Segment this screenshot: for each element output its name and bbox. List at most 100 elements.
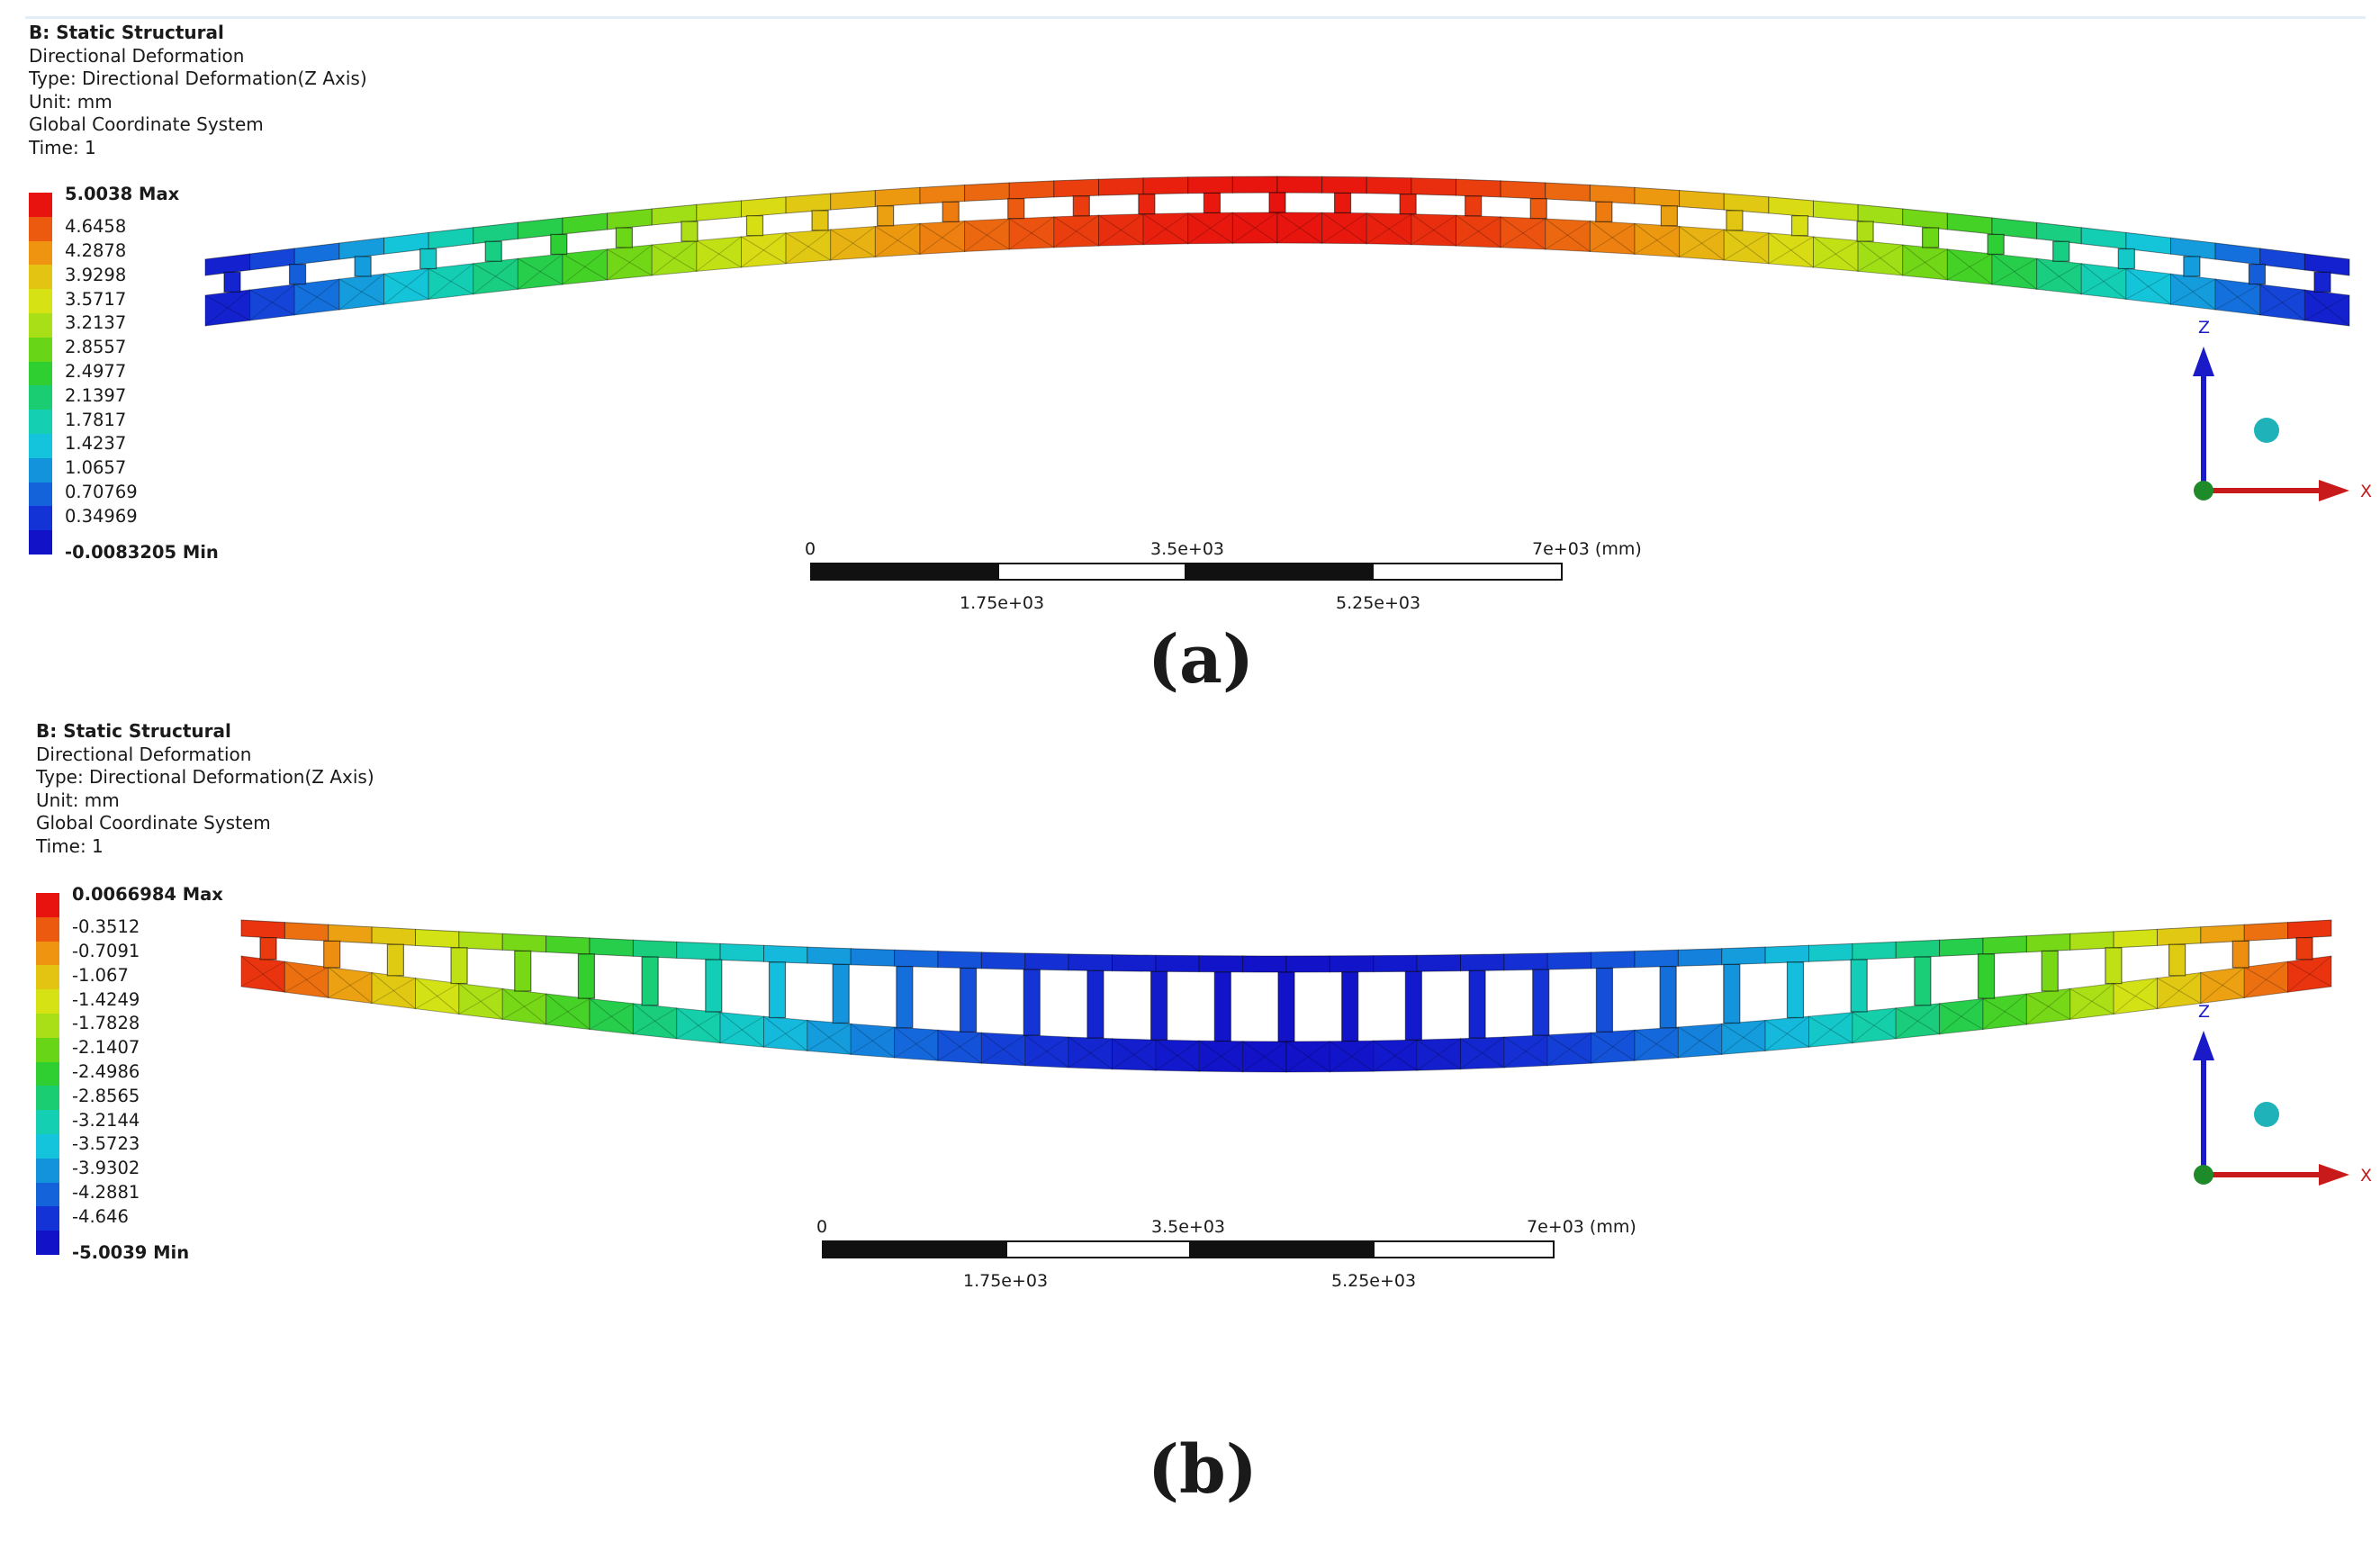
- deck-element: [428, 227, 474, 249]
- mesh-line: [2026, 993, 2071, 1020]
- result-name: Directional Deformation: [29, 44, 245, 67]
- deck-element: [1545, 182, 1591, 203]
- connector-post: [550, 233, 568, 256]
- mesh-line: [1242, 1041, 1287, 1073]
- deck-element: [240, 919, 285, 940]
- connector-post: [259, 937, 277, 960]
- mesh-line: [501, 987, 546, 1025]
- deck-element: [1053, 178, 1099, 198]
- mesh-line: [1634, 1026, 1679, 1061]
- mesh-line: [1678, 1026, 1723, 1055]
- iso-view-ball[interactable]: [2254, 418, 2279, 443]
- connector-post: [1532, 969, 1550, 1036]
- mesh-line: [741, 236, 787, 265]
- scale-tick-5250: 5.25e+03: [1331, 1271, 1417, 1291]
- mesh-line: [1242, 1041, 1287, 1073]
- time-step: Time: 1: [29, 136, 96, 158]
- iso-view-ball[interactable]: [2254, 1102, 2279, 1127]
- mesh-line: [1460, 1036, 1505, 1070]
- deck-element: [719, 942, 764, 962]
- mesh-line: [1024, 1036, 1069, 1067]
- deck-element: [1411, 177, 1456, 196]
- mesh-line: [785, 229, 832, 265]
- connector-post: [288, 263, 307, 285]
- mesh-line: [338, 273, 384, 311]
- figure-caption: (a): [1148, 621, 1254, 699]
- mesh-line: [2081, 267, 2127, 295]
- mesh-line: [2069, 987, 2114, 1014]
- mesh-line: [2080, 263, 2127, 300]
- mesh-line: [719, 1012, 764, 1048]
- mesh-line: [1276, 212, 1322, 244]
- deck-element: [1852, 941, 1897, 960]
- mesh-line: [2304, 294, 2350, 321]
- deck-element: [1679, 189, 1725, 211]
- mesh-line: [371, 978, 416, 1004]
- deck-element: [1155, 954, 1200, 973]
- mesh-line: [1024, 1034, 1069, 1069]
- deck-element: [473, 221, 518, 245]
- mesh-line: [249, 284, 295, 321]
- legend-label: -1.7828: [72, 1013, 140, 1034]
- deck-element: [632, 939, 678, 959]
- mesh-line: [284, 960, 329, 998]
- mesh-line: [919, 221, 965, 255]
- connector-post: [1786, 961, 1805, 1019]
- mesh-line: [1321, 212, 1367, 244]
- mesh-line: [1198, 1041, 1243, 1072]
- top-divider: [25, 16, 2366, 19]
- mesh-line: [1460, 1038, 1505, 1069]
- mesh-line: [1008, 216, 1055, 250]
- mesh-line: [545, 993, 590, 1030]
- analysis-title: B: Static Structural: [29, 22, 224, 43]
- mesh-line: [328, 972, 373, 998]
- deck-element: [1589, 184, 1636, 204]
- connector-post: [1023, 969, 1041, 1036]
- deck-element: [894, 949, 939, 969]
- mesh-line: [919, 222, 965, 252]
- mesh-line: [850, 1026, 895, 1055]
- y-axis-dot: [2194, 1165, 2213, 1185]
- mesh-line: [1232, 212, 1278, 244]
- deck-element: [562, 212, 609, 235]
- mesh-line: [1723, 232, 1770, 261]
- mesh-line: [1808, 1015, 1853, 1044]
- legend-color-band: [36, 1182, 59, 1207]
- connector-post: [942, 201, 960, 222]
- legend-label: 1.0657: [65, 457, 127, 479]
- mesh-line: [428, 263, 474, 300]
- deck-element: [1112, 954, 1157, 972]
- legend-label: 1.4237: [65, 433, 127, 455]
- connector-post: [959, 967, 978, 1033]
- mesh-line: [1053, 214, 1099, 248]
- coordinate-triad[interactable]: Z X: [2169, 999, 2376, 1197]
- legend-color-band: [29, 434, 52, 458]
- mesh-line: [1545, 218, 1591, 252]
- mesh-line: [1545, 221, 1591, 250]
- legend-color-band: [36, 916, 59, 942]
- mesh-line: [830, 226, 876, 261]
- legend-color-band: [29, 410, 52, 434]
- deck-element: [415, 928, 460, 949]
- connector-post: [1914, 956, 1932, 1006]
- deck-element: [2287, 919, 2332, 940]
- mesh-line: [2157, 972, 2202, 1009]
- deck-element: [249, 248, 295, 271]
- legend-color-band: [29, 506, 52, 531]
- legend-color-band: [36, 1061, 59, 1087]
- mesh-line: [1500, 218, 1546, 248]
- legend-color-band: [29, 193, 52, 217]
- deck-element: [741, 196, 787, 218]
- result-info-block: B: Static Structural Directional Deforma…: [29, 22, 367, 159]
- connector-post: [1659, 965, 1677, 1029]
- connector-post: [386, 943, 404, 977]
- mesh-line: [1679, 229, 1725, 257]
- deck-element: [1591, 951, 1636, 969]
- mesh-line: [1366, 213, 1412, 245]
- connector-post: [1138, 194, 1156, 215]
- scale-tick-7000: 7e+03 (mm): [1527, 1217, 1636, 1237]
- mesh-line: [2200, 967, 2245, 1004]
- mesh-line: [1276, 212, 1322, 244]
- coordinate-triad[interactable]: Z X: [2169, 315, 2376, 513]
- mesh-line: [2304, 289, 2350, 327]
